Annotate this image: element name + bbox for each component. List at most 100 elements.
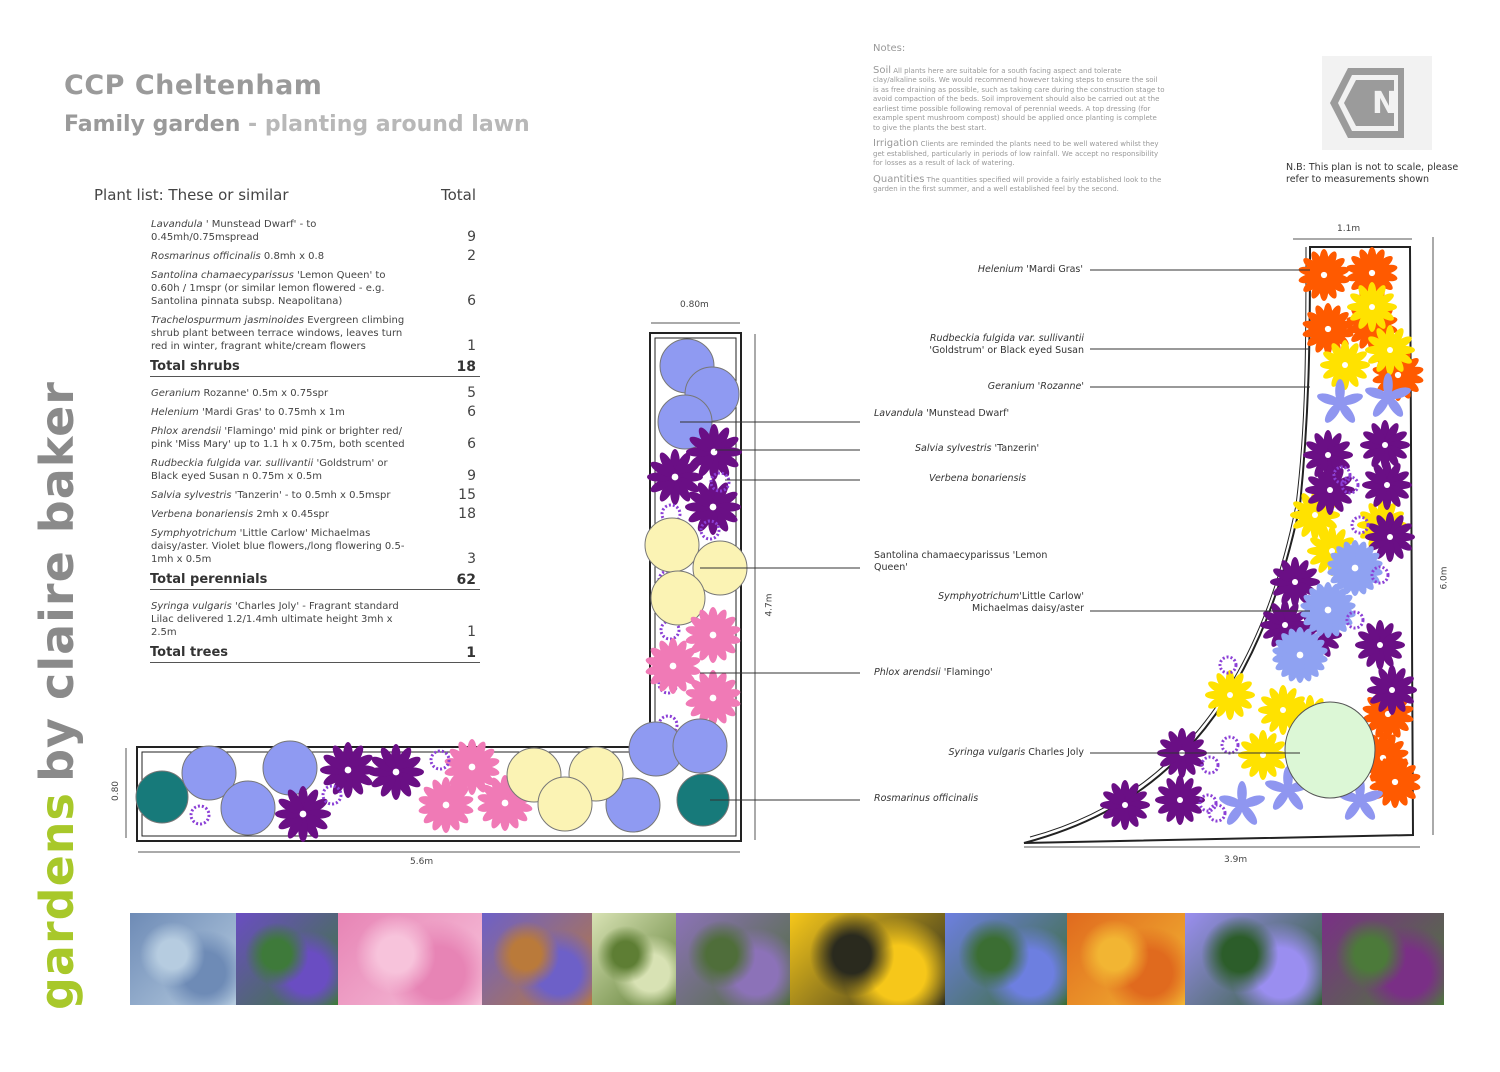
lavender-icon: [605, 777, 661, 833]
dim-side-left-bed: 4.7m: [764, 593, 775, 617]
rudbeckia-icon: [1365, 325, 1415, 375]
dim-end-left-bed: 0.80: [111, 780, 122, 802]
geranium-icon: [1365, 373, 1411, 417]
plant-desc: 0.8mh x 0.8: [260, 251, 325, 262]
plant-photo-helenium: [1067, 913, 1185, 1005]
verbena-icon: [1200, 755, 1220, 775]
dim-bottom-right-bed: 3.9m: [1224, 855, 1248, 865]
salvia-icon: [1270, 557, 1320, 607]
phlox-icon: [418, 777, 474, 833]
verbena-icon: [1350, 515, 1370, 535]
phlox-icon: [685, 607, 741, 663]
plant-qty: 5: [467, 385, 476, 401]
plant-list-header: Plant list: These or similar Total: [94, 186, 480, 204]
lavender-icon: [672, 718, 728, 774]
label-verbena: Verbena bonariensis: [929, 473, 1027, 484]
plant-qty: 3: [467, 551, 476, 567]
phlox-icon: [685, 670, 741, 726]
plant-photo-aster: [1185, 913, 1322, 1005]
rudbeckia-icon: [1238, 730, 1288, 780]
plant-desc: 'Lemon Queen' to 0.60h / 1mspr (or simil…: [151, 270, 386, 307]
salvia-icon: [275, 786, 331, 842]
l-bed-plan: [125, 322, 860, 853]
plant-name: Lavandula: [151, 219, 203, 230]
plant-name: Rosmarinus officinalis: [151, 251, 261, 262]
plant-row: Phlox arendsii 'Flamingo' mid pink or br…: [94, 425, 480, 451]
salvia-icon: [368, 744, 424, 800]
rudbeckia-icon: [1320, 340, 1370, 390]
plant-qty: 6: [467, 404, 476, 420]
plant-row: Trachelospurmum jasminoides Evergreen cl…: [94, 314, 480, 353]
verbena-icon: [699, 519, 721, 541]
plant-desc: Evergreen climbing shrub plant between t…: [151, 315, 405, 352]
plant-name: Rudbeckia fulgida var. sullivantii: [151, 458, 314, 469]
verbena-icon: [1370, 565, 1390, 585]
verbena-icon: [1345, 610, 1365, 630]
plant-qty: 6: [467, 436, 476, 452]
plant-row: Rudbeckia fulgida var. sullivantii 'Gold…: [94, 457, 480, 483]
label-salvia: Salvia sylvestris 'Tanzerin': [915, 443, 1040, 454]
notes: Notes: Soil All plants here are suitable…: [873, 44, 1165, 201]
verbena-icon: [1198, 793, 1218, 813]
plant-qty: 18: [458, 506, 476, 522]
plant-name: Santolina chamaecyparissus: [151, 270, 294, 281]
santolina-icon: [650, 570, 706, 626]
aster-icon: [1300, 582, 1356, 638]
plant-desc: ' Munstead Dwarf' - to 0.45mh/0.75msprea…: [151, 219, 317, 243]
plant-photo-geranium: [945, 913, 1067, 1005]
rudbeckia-icon: [1347, 282, 1397, 332]
plant-qty: 9: [467, 468, 476, 484]
label-helenium: Helenium 'Mardi Gras': [977, 264, 1083, 275]
label-santolina: Santolina chamaecyparissus 'Lemon Queen': [874, 550, 1048, 573]
santolina-icon: [537, 776, 593, 832]
salvia-icon: [320, 742, 376, 798]
plant-qty: 1: [467, 338, 476, 354]
label-syringa: Syringa vulgaris Charles Joly: [948, 747, 1084, 758]
rosemary-icon: [135, 770, 189, 824]
dim-bottom-left-bed: 5.6m: [410, 857, 434, 867]
plant-name: Verbena bonariensis: [151, 509, 254, 520]
plant-photo-phlox: [338, 913, 482, 1005]
plant-name: Salvia sylvestris: [151, 490, 232, 501]
plant-row: Rosmarinus officinalis 0.8mh x 0.8 2: [94, 248, 480, 264]
salvia-icon: [1305, 465, 1355, 515]
plant-row: Lavandula ' Munstead Dwarf' - to 0.45mh/…: [94, 218, 480, 244]
plant-photo-strip: [130, 913, 1444, 1005]
subtitle-main: Family garden: [64, 112, 241, 137]
plant-qty: 2: [467, 248, 476, 264]
plant-row: Santolina chamaecyparissus 'Lemon Queen'…: [94, 269, 480, 308]
helenium-icon: [1369, 756, 1421, 808]
plant-name: Symphyotrichum: [151, 528, 237, 539]
lavender-icon: [181, 745, 237, 801]
verbena-icon: [660, 503, 682, 525]
plant-name: Helenium: [151, 407, 199, 418]
salvia-icon: [1365, 512, 1415, 562]
plant-desc: Rozanne' 0.5m x 0.75spr: [200, 388, 329, 399]
verbena-icon: [659, 619, 681, 641]
verbena-icon: [709, 471, 731, 493]
plant-qty: 6: [467, 293, 476, 309]
trees-list: Syringa vulgaris 'Charles Joly' - Fragra…: [94, 600, 480, 639]
aster-icon: [1272, 627, 1328, 683]
plant-name: Phlox arendsii: [151, 426, 222, 437]
page-subtitle: Family garden - planting around lawn: [64, 112, 530, 137]
verbena-icon: [429, 749, 451, 771]
plant-qty: 9: [467, 229, 476, 245]
label-symphyotrichum: Symphyotrichum'Little Carlow' Michaelmas…: [938, 591, 1084, 614]
salvia-icon: [686, 424, 742, 480]
salvia-icon: [1360, 420, 1410, 470]
note-quantities: Quantities The quantities specified will…: [873, 173, 1162, 193]
svg-text:N: N: [1372, 86, 1397, 121]
rudbeckia-icon: [1205, 670, 1255, 720]
plant-list: Plant list: These or similar Total Lavan…: [94, 186, 480, 673]
rudbeckia-icon: [1290, 490, 1340, 540]
label-rosmarinus: Rosmarinus officinalis: [874, 793, 979, 804]
notes-heading: Notes:: [873, 43, 906, 54]
geranium-icon: [1219, 781, 1265, 825]
lilac-tree-icon: [1284, 701, 1376, 799]
dim-top-left-bed: 0.80m: [680, 300, 709, 310]
shrubs-list: Lavandula ' Munstead Dwarf' - to 0.45mh/…: [94, 218, 480, 353]
